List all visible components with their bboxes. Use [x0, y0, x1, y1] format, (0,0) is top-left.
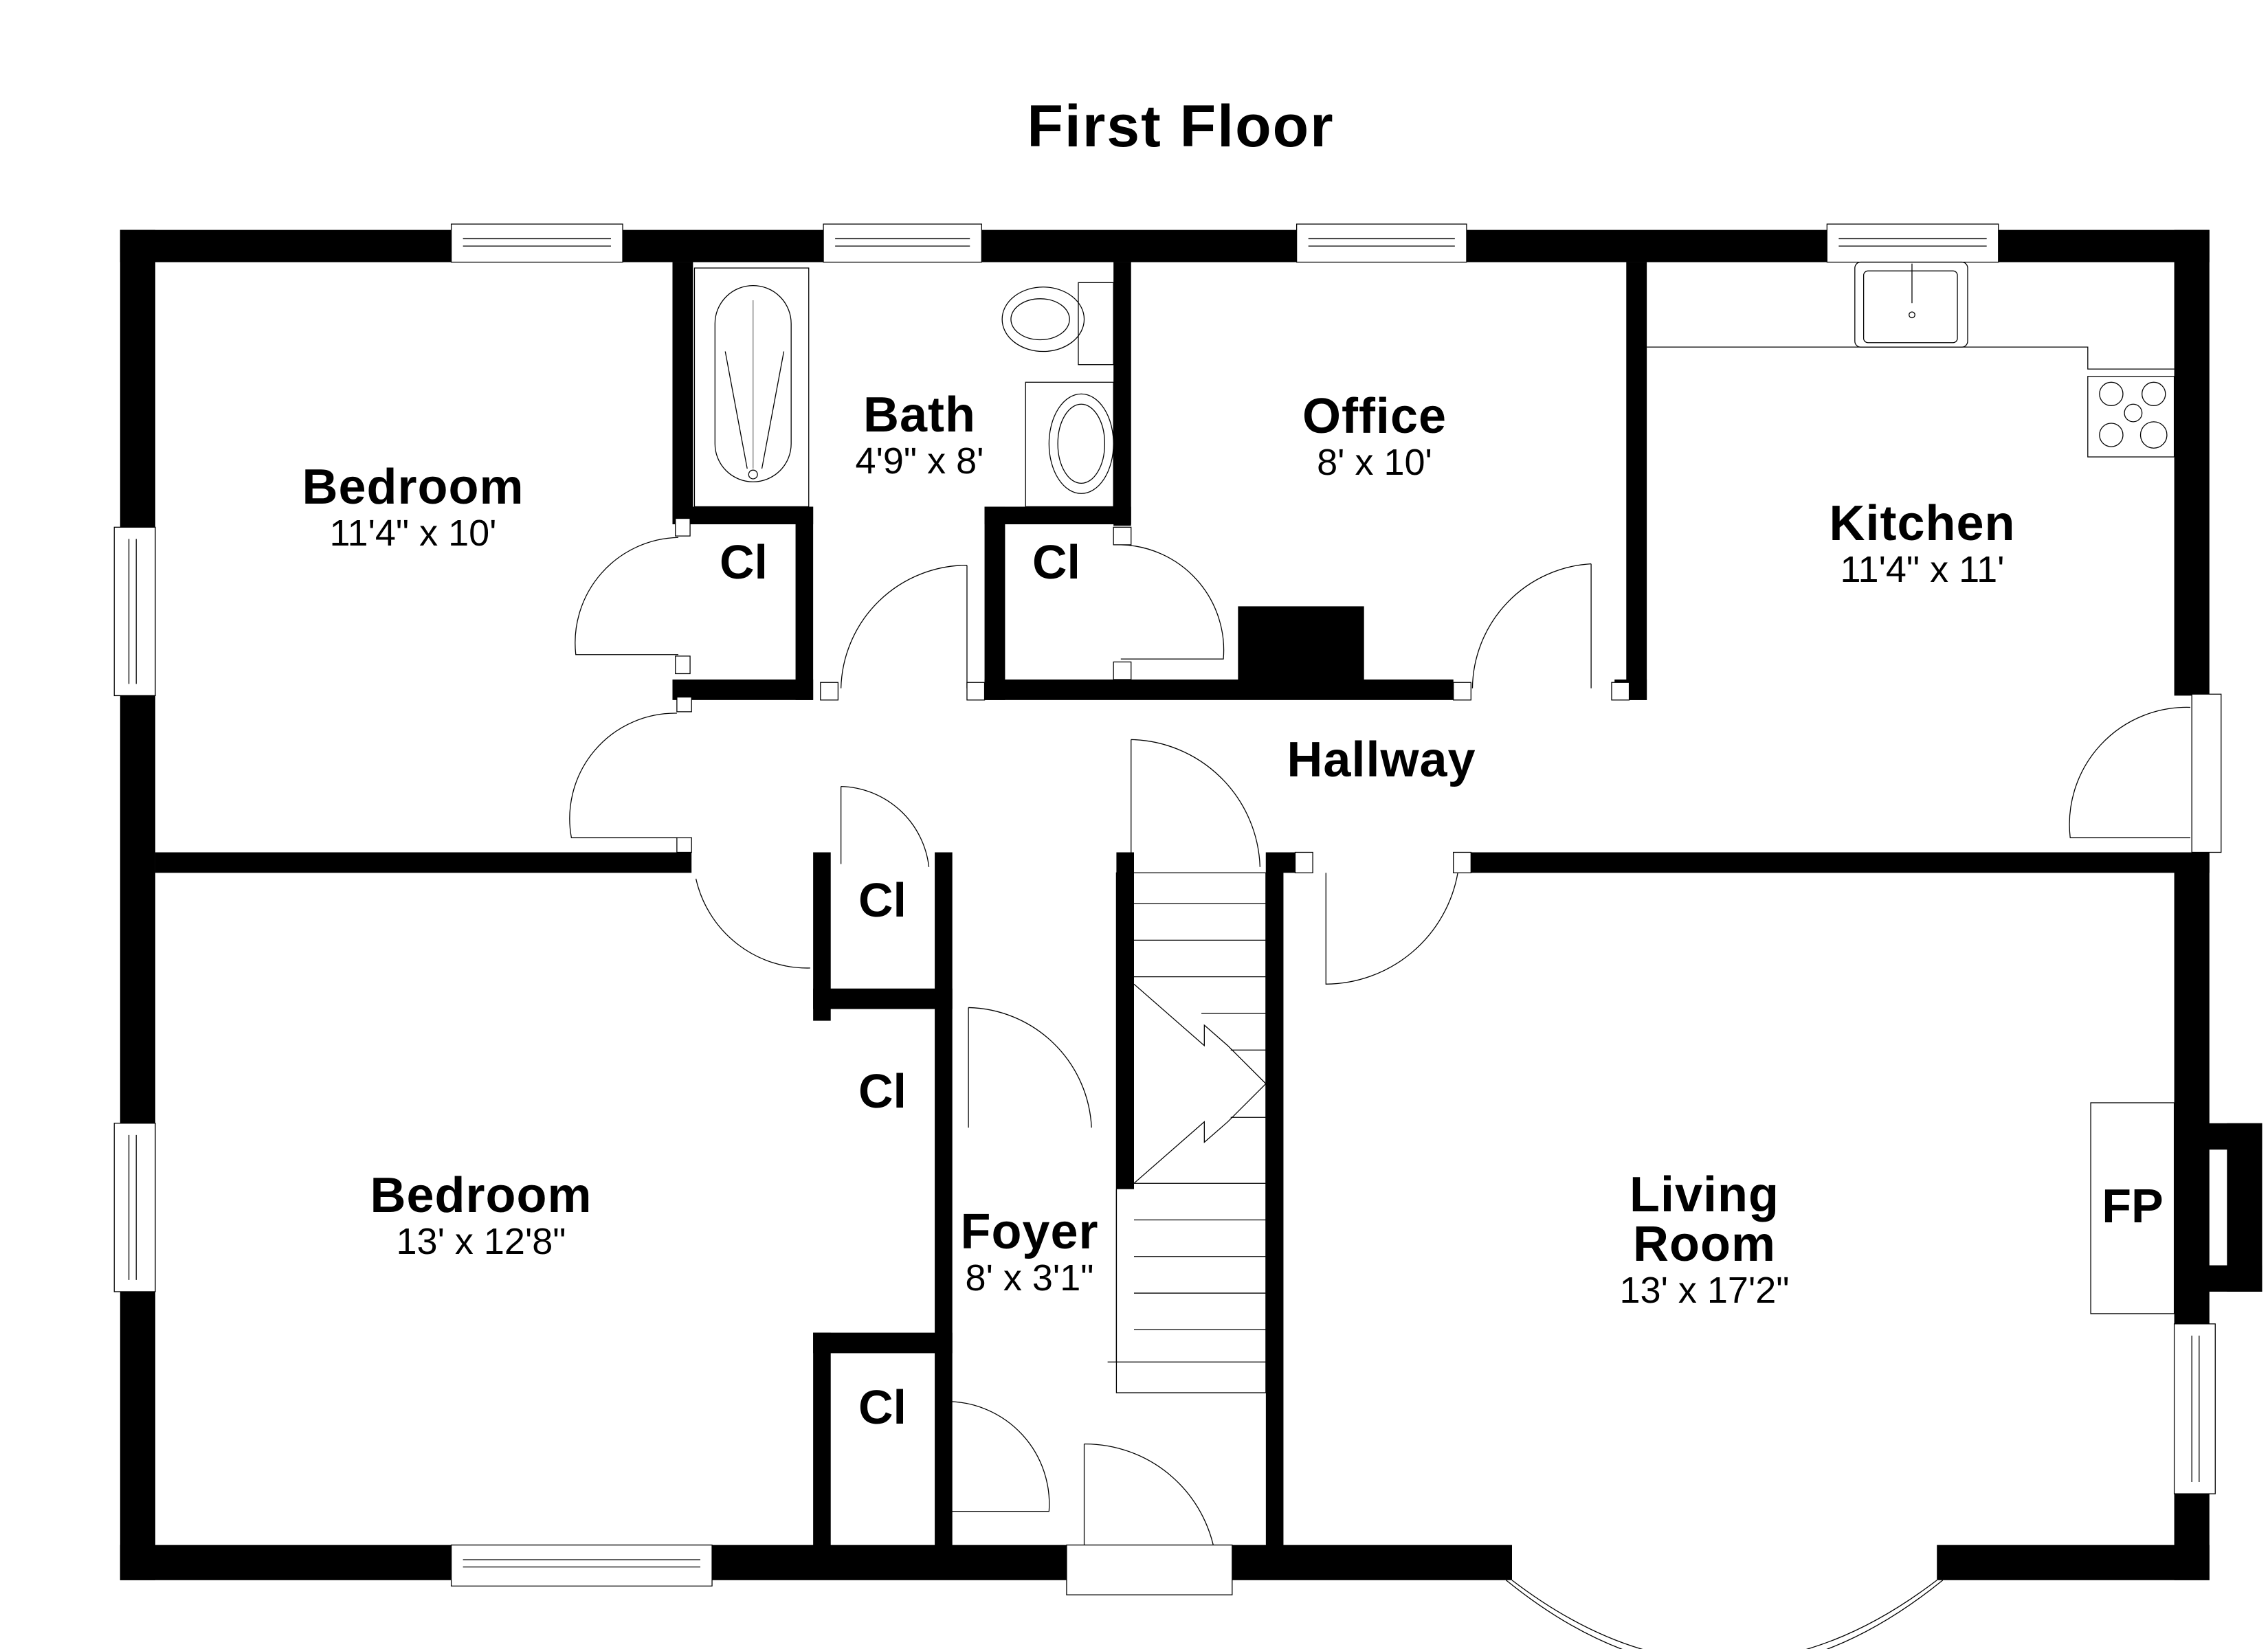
room-name: Office: [1302, 389, 1447, 444]
doors: [569, 517, 2222, 1595]
room-dimensions: 11'4" x 10': [329, 513, 497, 554]
room-name: Foyer: [960, 1204, 1099, 1259]
outer-walls: [120, 229, 2263, 1580]
room-dimensions: 13' x 12'8": [396, 1221, 566, 1262]
fireplace-label: FP: [2102, 1179, 2164, 1233]
room-name: Kitchen: [1829, 496, 2016, 551]
room-label-bath: Bath 4'9" x 8': [856, 390, 984, 480]
bath-fixtures: [693, 267, 1114, 508]
room-name: Hallway: [1287, 732, 1476, 787]
room-label-bedroom-2: Bedroom 13' x 12'8": [370, 1171, 592, 1260]
room-name: Bedroom: [370, 1168, 592, 1223]
room-dimensions: 11'4" x 11': [1840, 549, 2005, 590]
room-label-living-room: Living Room 13' x 17'2": [1620, 1170, 1790, 1309]
fireplace-hearth: [2090, 1102, 2175, 1314]
room-label-kitchen: Kitchen 11'4" x 11': [1829, 499, 2015, 588]
room-name-line-1: Living: [1630, 1167, 1779, 1222]
room-name: Bath: [863, 388, 976, 442]
closet-label-bedroom: Cl: [720, 535, 768, 589]
room-dimensions: 8' x 10': [1317, 442, 1432, 483]
room-label-office: Office 8' x 10': [1302, 392, 1447, 481]
room-label-hallway: Hallway: [1287, 735, 1476, 785]
room-label-bedroom-1: Bedroom 11'4" x 10': [302, 462, 524, 552]
closet-label-hall-1: Cl: [858, 873, 907, 927]
room-name: Bedroom: [302, 460, 524, 515]
room-name-line-2: Room: [1633, 1217, 1776, 1272]
room-dimensions: 4'9" x 8': [855, 440, 984, 482]
closet-label-foyer: Cl: [858, 1380, 907, 1434]
interior-walls: [155, 262, 2210, 1556]
closet-label-office: Cl: [1032, 535, 1080, 589]
floor-title: First Floor: [1027, 93, 1335, 159]
closet-label-hall-2: Cl: [858, 1064, 907, 1118]
room-dimensions: 8' x 3'1": [965, 1257, 1094, 1299]
room-label-foyer: Foyer 8' x 3'1": [960, 1207, 1098, 1297]
kitchen-fixtures: [1647, 261, 2175, 458]
room-dimensions: 13' x 17'2": [1619, 1270, 1790, 1311]
windows: [113, 223, 2216, 1649]
staircase: [1107, 872, 1267, 1393]
